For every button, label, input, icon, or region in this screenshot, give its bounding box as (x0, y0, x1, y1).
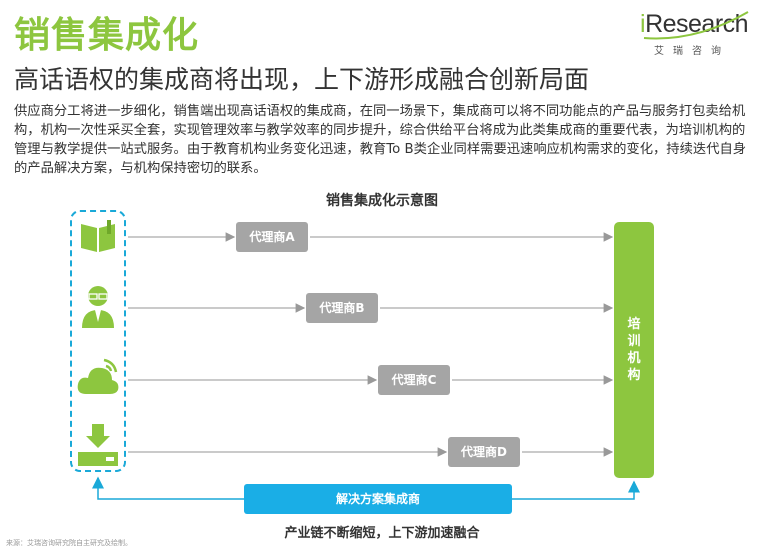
agent-b: 代理商B (306, 293, 378, 323)
training-institution-box (614, 222, 654, 478)
agent-d: 代理商D (448, 437, 520, 467)
supplier-icon-column (70, 210, 126, 472)
agent-a: 代理商A (236, 222, 308, 252)
page-subtitle: 高话语权的集成商将出现，上下游形成融合创新局面 (14, 65, 590, 94)
iresearch-logo: iResearch 艾瑞咨询 (640, 8, 752, 60)
logo-swoosh-icon (643, 11, 749, 40)
book-icon (81, 220, 115, 252)
teacher-icon (82, 286, 114, 328)
bottom-note: 产业链不断缩短，上下游加速融合 (284, 526, 480, 541)
solution-integrator-box: 解决方案集成商 (244, 484, 512, 514)
page-title: 销售集成化 (14, 15, 200, 56)
feedback-arrow-right (512, 480, 640, 500)
feedback-arrow-left (92, 476, 244, 500)
training-institution-label: 培训机构 (627, 317, 641, 383)
agent-c: 代理商C (378, 365, 450, 395)
logo-cn-text: 艾瑞咨询 (654, 46, 730, 57)
download-icon (78, 424, 118, 466)
diagram-title: 销售集成化示意图 (326, 193, 438, 209)
intro-paragraph: 供应商分工将进一步细化，销售端出现高话语权的集成商，在同一场景下，集成商可以将不… (14, 104, 747, 176)
source-note: 来源：艾瑞咨询研究院自主研究及绘制。 (6, 539, 132, 547)
cloud-icon (77, 358, 119, 394)
